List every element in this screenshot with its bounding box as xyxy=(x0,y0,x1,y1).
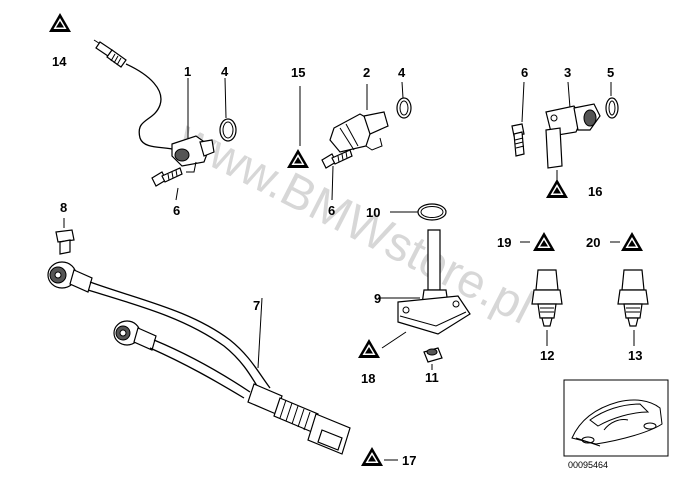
part-1-sensor xyxy=(151,77,237,201)
callout-2: 2 xyxy=(363,65,370,80)
callout-17: 17 xyxy=(402,453,416,468)
callout-4a: 4 xyxy=(221,64,229,79)
callout-6b: 6 xyxy=(173,203,180,218)
callout-5: 5 xyxy=(607,65,614,80)
callout-6c: 6 xyxy=(328,203,335,218)
callout-14: 14 xyxy=(52,54,67,69)
callout-13: 13 xyxy=(628,348,642,363)
warning-triangle-icon xyxy=(533,232,555,251)
callout-11: 11 xyxy=(425,370,439,385)
callout-18: 18 xyxy=(361,371,375,386)
part-2-sensor xyxy=(287,81,412,201)
callout-6a: 6 xyxy=(521,65,528,80)
callout-19: 19 xyxy=(497,235,511,250)
callout-9: 9 xyxy=(374,291,381,306)
callout-8: 8 xyxy=(60,200,67,215)
warning-triangle-icon xyxy=(49,13,71,32)
callout-12: 12 xyxy=(540,348,554,363)
callout-7: 7 xyxy=(253,298,260,313)
warning-triangle-icon xyxy=(361,447,383,466)
callout-15: 15 xyxy=(291,65,305,80)
part-14-cable-sensor xyxy=(49,13,177,151)
callout-1: 1 xyxy=(184,64,191,79)
warning-triangle-icon xyxy=(358,339,380,358)
warning-triangle-icon xyxy=(287,149,309,168)
callout-20: 20 xyxy=(586,235,600,250)
part-7-knock-sensor-harness xyxy=(47,218,398,466)
vehicle-thumbnail xyxy=(563,379,669,457)
part-3-sensor xyxy=(511,81,619,198)
part-12-pressure-switch xyxy=(520,232,563,346)
warning-triangle-icon xyxy=(621,232,643,251)
part-9-oil-level-sensor xyxy=(358,203,471,370)
warning-triangle-icon xyxy=(546,179,568,198)
callout-4b: 4 xyxy=(398,65,406,80)
callout-3: 3 xyxy=(564,65,571,80)
catalog-code: 00095464 xyxy=(568,460,608,470)
callout-16: 16 xyxy=(588,184,602,199)
callout-10: 10 xyxy=(366,205,380,220)
part-13-pressure-switch xyxy=(610,232,649,346)
